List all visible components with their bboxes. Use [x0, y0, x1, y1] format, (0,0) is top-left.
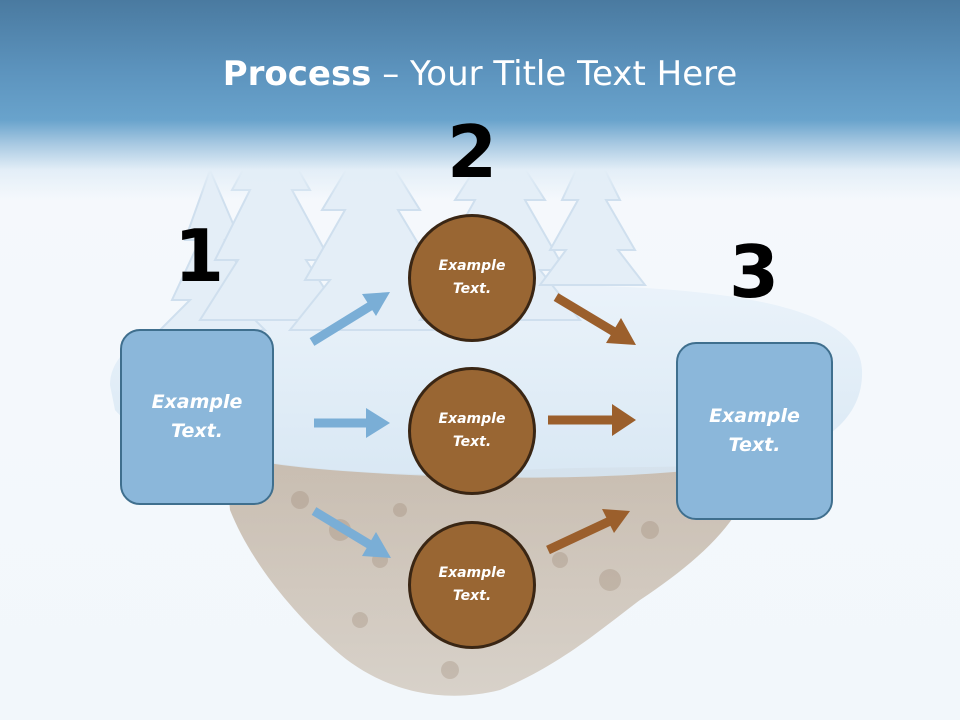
circle-middle: Example Text.	[408, 367, 536, 495]
circle-top: Example Text.	[408, 214, 536, 342]
blue-arrow-up	[309, 292, 390, 346]
header-band	[0, 0, 960, 200]
brown-arrow-down	[553, 293, 636, 345]
circle-top-text: Example Text.	[438, 258, 506, 297]
step-number-2: 2	[446, 110, 498, 194]
blue-arrow-down	[311, 507, 391, 558]
step-3-box: Example Text.	[676, 342, 833, 520]
step-number-3: 3	[728, 230, 780, 314]
circle-bottom-text: Example Text.	[438, 565, 506, 604]
step-1-box: Example Text.	[120, 329, 274, 505]
brown-arrow-middle	[548, 404, 636, 436]
brown-arrow-up	[546, 509, 630, 555]
circle-bottom: Example Text.	[408, 521, 536, 649]
step-3-box-text: Example Text.	[709, 405, 800, 456]
blue-arrow-middle	[314, 408, 390, 438]
title-rest: – Your Title Text Here	[371, 54, 738, 94]
circle-middle-text: Example Text.	[438, 411, 506, 450]
step-number-1: 1	[173, 214, 225, 298]
title-bold: Process	[222, 54, 372, 94]
step-1-box-text: Example Text.	[151, 391, 243, 442]
slide-title: Process – Your Title Text Here	[0, 52, 960, 96]
